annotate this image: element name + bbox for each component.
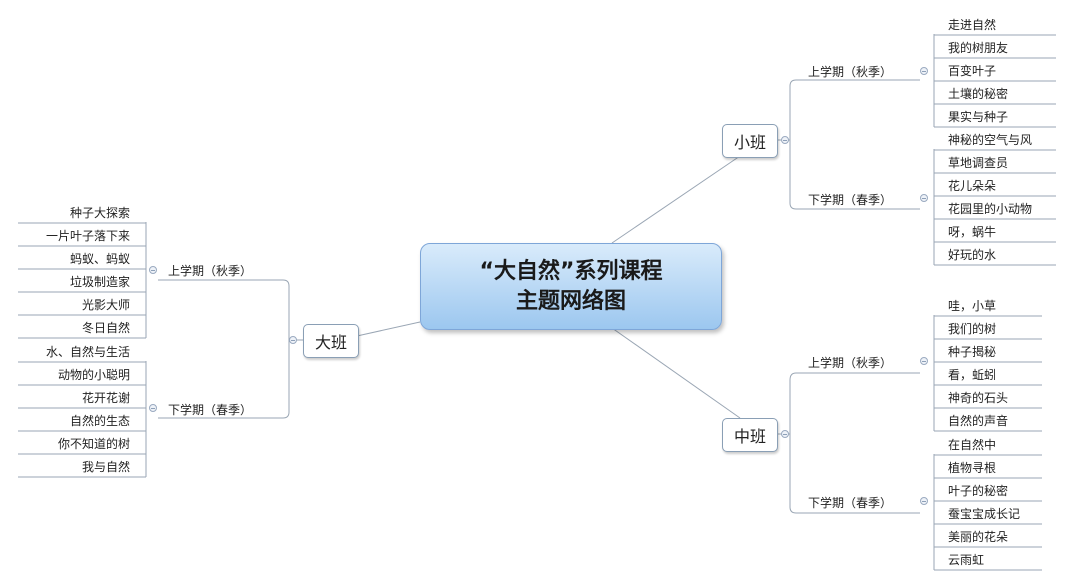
class-node-label: 小班 (733, 133, 766, 152)
topic-item[interactable]: 垃圾制造家 (69, 275, 130, 289)
central-topic-title: “大自然”系列课程 (479, 258, 663, 284)
topic-item[interactable]: 花园里的小动物 (948, 202, 1033, 216)
collapse-icon[interactable] (920, 194, 928, 202)
topic-item[interactable]: 呀，蜗牛 (948, 225, 997, 239)
topic-item[interactable]: 冬日自然 (81, 321, 130, 335)
topic-item[interactable]: 好玩的水 (948, 248, 997, 262)
class-node-label: 大班 (314, 333, 347, 352)
topic-item[interactable]: 你不知道的树 (57, 437, 130, 451)
topic-item[interactable]: 植物寻根 (948, 461, 997, 475)
topic-item[interactable]: 一片叶子落下来 (45, 229, 130, 243)
collapse-icon[interactable] (289, 336, 297, 344)
topic-item[interactable]: 光影大师 (81, 298, 130, 312)
class-node-small[interactable]: 小班 (722, 124, 778, 158)
topic-item[interactable]: 百变叶子 (948, 64, 997, 78)
topic-item[interactable]: 神奇的石头 (948, 391, 1009, 405)
topic-item[interactable]: 我与自然 (81, 460, 130, 474)
collapse-icon[interactable] (920, 497, 928, 505)
topic-item[interactable]: 在自然中 (948, 438, 997, 452)
semester-small-upper: 上学期（秋季） (808, 65, 893, 79)
collapse-icon[interactable] (781, 136, 789, 144)
topic-item[interactable]: 走进自然 (948, 18, 997, 32)
topic-item[interactable]: 我们的树 (948, 322, 997, 336)
collapse-icon[interactable] (920, 67, 928, 75)
topic-item[interactable]: 动物的小聪明 (57, 368, 130, 382)
central-topic-subtitle: 主题网络图 (515, 288, 626, 314)
topic-item[interactable]: 叶子的秘密 (948, 484, 1009, 498)
semester-large-upper: 上学期（秋季） (168, 264, 253, 278)
topic-item[interactable]: 蚕宝宝成长记 (948, 507, 1021, 521)
topic-item[interactable]: 云雨虹 (948, 553, 985, 567)
collapse-icon[interactable] (149, 266, 157, 274)
topic-item[interactable]: 种子揭秘 (948, 345, 997, 359)
central-topic[interactable]: “大自然”系列课程 主题网络图 (420, 243, 722, 330)
topic-item[interactable]: 花开花谢 (81, 391, 130, 405)
semester-large-lower: 下学期（春季） (168, 403, 253, 417)
topic-item[interactable]: 果实与种子 (948, 110, 1009, 124)
collapse-icon[interactable] (920, 357, 928, 365)
topic-item[interactable]: 哇，小草 (948, 299, 997, 313)
topic-item[interactable]: 我的树朋友 (948, 41, 1009, 55)
topic-item[interactable]: 水、自然与生活 (45, 345, 130, 359)
collapse-icon[interactable] (149, 404, 157, 412)
topic-item[interactable]: 花儿朵朵 (948, 179, 997, 193)
topic-item[interactable]: 种子大探索 (69, 206, 130, 220)
semester-middle-upper: 上学期（秋季） (808, 356, 893, 370)
semester-middle-lower: 下学期（春季） (808, 496, 893, 510)
topic-item[interactable]: 土壤的秘密 (948, 87, 1009, 101)
topic-item[interactable]: 草地调查员 (948, 156, 1009, 170)
topic-item[interactable]: 看，蚯蚓 (948, 368, 997, 382)
semester-small-lower: 下学期（春季） (808, 193, 893, 207)
class-node-label: 中班 (733, 427, 766, 446)
class-node-middle[interactable]: 中班 (722, 418, 778, 452)
class-node-large[interactable]: 大班 (303, 324, 359, 358)
topic-item[interactable]: 自然的声音 (948, 414, 1009, 428)
topic-item[interactable]: 自然的生态 (69, 414, 130, 428)
topic-item[interactable]: 蚂蚁、蚂蚁 (69, 252, 130, 266)
topic-item[interactable]: 美丽的花朵 (948, 530, 1009, 544)
collapse-icon[interactable] (781, 430, 789, 438)
topic-item[interactable]: 神秘的空气与风 (948, 133, 1033, 147)
